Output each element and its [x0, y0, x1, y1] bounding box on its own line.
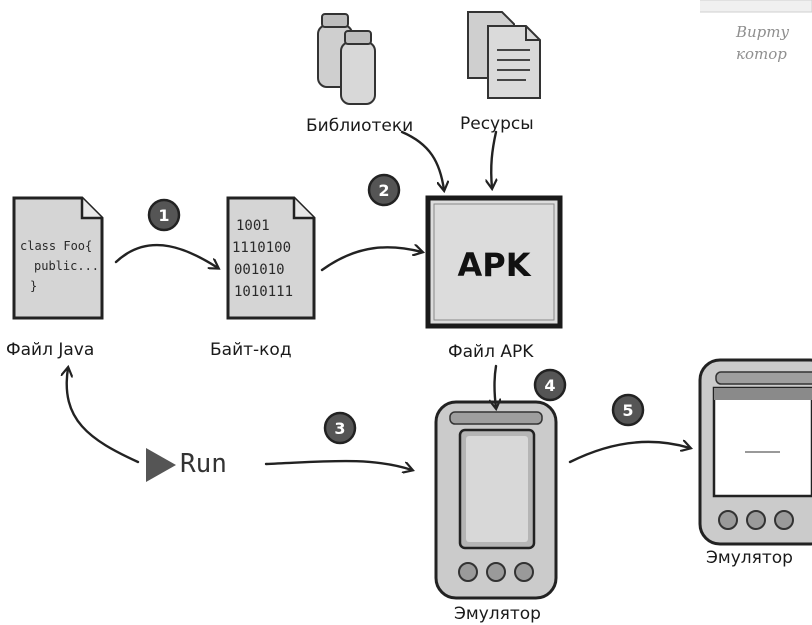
- svg-text:2: 2: [378, 181, 389, 200]
- step-badge-2: 2: [367, 173, 401, 207]
- java-file-label: Файл Java: [6, 340, 95, 360]
- java-code-line-1: class Foo{: [20, 239, 92, 253]
- arrow-bytecode-to-apk: [320, 247, 422, 272]
- step-badge-5: 5: [611, 393, 645, 427]
- jar-icon: [317, 13, 376, 105]
- arrow-emulator-to-app: [568, 442, 690, 464]
- note-line-2: котор: [736, 45, 787, 63]
- note-line-1: Вирту: [736, 23, 790, 41]
- svg-text:5: 5: [622, 401, 633, 420]
- bytecode-line-2: 1110100: [232, 240, 291, 256]
- bytecode-label: Байт-код: [210, 340, 292, 360]
- java-code-line-3: }: [30, 279, 37, 293]
- svg-text:4: 4: [544, 376, 555, 395]
- note-box-edge: [700, 0, 812, 13]
- emulator-right-label: Эмулятор: [706, 548, 793, 568]
- java-code-line-2: public...: [34, 259, 99, 273]
- libraries-label: Библиотеки: [306, 116, 414, 136]
- apk-box-text: APK: [457, 246, 531, 284]
- svg-text:1: 1: [158, 206, 169, 225]
- play-triangle-icon: [146, 448, 176, 482]
- arrow-run-to-java: [67, 368, 140, 464]
- bytecode-line-1: 1001: [236, 218, 270, 234]
- arrows: [67, 130, 690, 470]
- bytecode-file-icon: 1001 1110100 001010 1010111: [226, 196, 316, 320]
- arrow-java-to-bytecode: [114, 243, 218, 268]
- phone-emulator-icon: [434, 400, 558, 600]
- arrow-resources-to-apk: [491, 130, 496, 188]
- step-badge-1: 1: [147, 198, 181, 232]
- bytecode-line-3: 001010: [234, 262, 285, 278]
- phone-emulator-right-icon: [698, 358, 812, 546]
- resource-pages-icon: [467, 11, 541, 99]
- apk-box: APK: [425, 195, 563, 329]
- svg-text:3: 3: [334, 419, 345, 438]
- run-label: Run: [180, 449, 227, 479]
- step-badge-4: 4: [533, 368, 567, 402]
- arrow-libraries-to-apk: [400, 130, 444, 190]
- arrow-run-to-emulator: [264, 459, 412, 470]
- emulator-main-label: Эмулятор: [454, 604, 541, 624]
- apk-file-label: Файл APK: [448, 342, 534, 362]
- resources-label: Ресурсы: [460, 114, 534, 134]
- step-badge-3: 3: [323, 411, 357, 445]
- bytecode-line-4: 1010111: [234, 284, 293, 300]
- arrow-apk-to-emulator: [495, 364, 497, 408]
- java-file-icon: class Foo{ public... }: [12, 196, 104, 320]
